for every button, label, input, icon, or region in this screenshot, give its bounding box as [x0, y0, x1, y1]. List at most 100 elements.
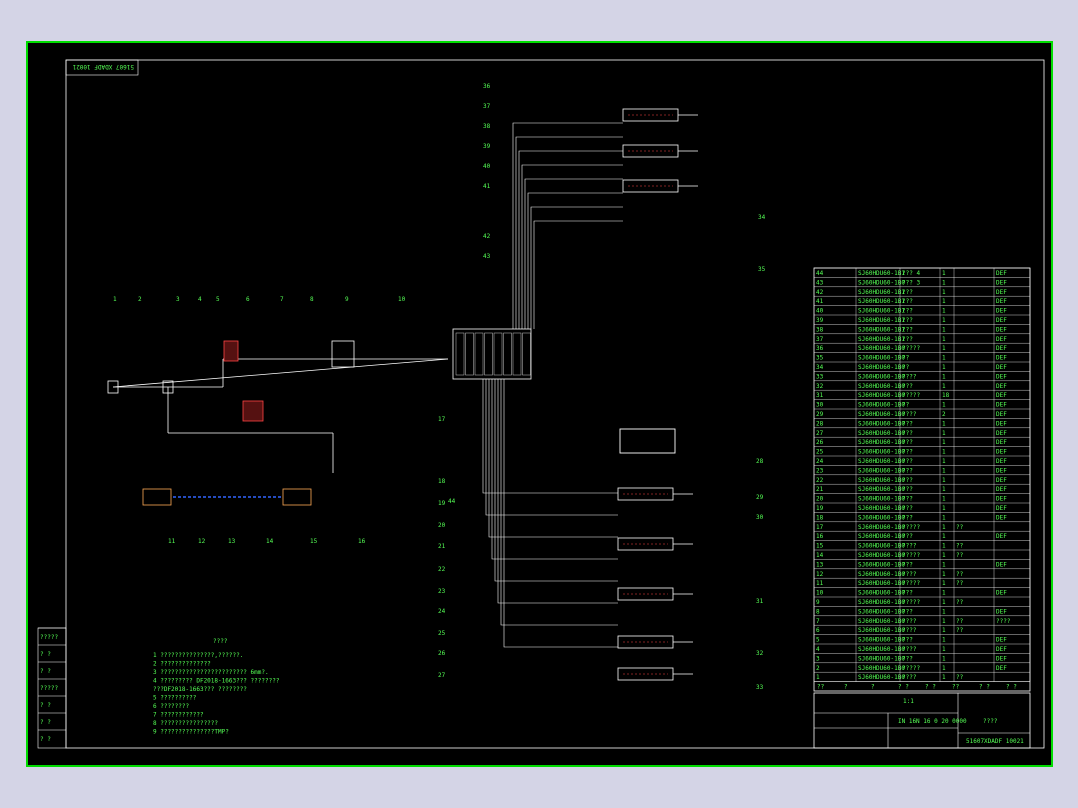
- callout-label: 18: [438, 478, 446, 485]
- pipe-up: [518, 150, 623, 329]
- corner-code-box: [65, 59, 139, 76]
- component-lubricator: [331, 340, 355, 368]
- bom-cell: SJ60HDU60-1B0: [858, 580, 905, 587]
- bom-cell: 32: [816, 383, 824, 390]
- bom-cell: 1: [942, 486, 946, 493]
- bom-cell: DEF: [996, 364, 1007, 371]
- left-strip-cell: ? ?: [40, 651, 51, 658]
- bom-cell: DEF: [996, 665, 1007, 672]
- left-strip-cell: ?????: [40, 634, 58, 641]
- bom-cell: DEF: [996, 430, 1007, 437]
- pipe-bundles: [482, 122, 623, 648]
- callout-label: 42: [483, 233, 491, 240]
- bom-cell: SJ60HDU60-1B1: [858, 326, 905, 333]
- bom-cell: 1: [942, 524, 946, 531]
- bom-cell: SJ60HDU60-1B1: [858, 308, 905, 315]
- bom-cell: 1: [942, 383, 946, 390]
- bom-cell: SJ60HDU60-1B0: [858, 505, 905, 512]
- bom-cell: 1: [942, 655, 946, 662]
- bom-cell: 1: [942, 665, 946, 672]
- bom-cell: ??: [956, 571, 964, 578]
- callout-label: 4: [198, 296, 202, 303]
- callout-label: 7: [280, 296, 284, 303]
- left-strip-cell: ? ?: [40, 702, 51, 709]
- bom-cell: 1: [942, 637, 946, 644]
- bom-cell: 5: [816, 637, 820, 644]
- bom-cell: 38: [816, 326, 824, 333]
- bom-cell: 21: [816, 486, 824, 493]
- bom-cell: 34: [816, 364, 824, 371]
- bom-cell: DEF: [996, 477, 1007, 484]
- bom-cell: ????: [902, 627, 917, 634]
- pipe-up: [530, 206, 623, 329]
- bom-cell: DEF: [996, 505, 1007, 512]
- bom-header-cell: ?: [844, 684, 848, 691]
- callout-label: 34: [758, 214, 766, 221]
- bom-cell: ??? 4: [902, 270, 920, 277]
- note-line: 3 ???????????????????????? 6mm?.: [153, 669, 269, 676]
- bom-cell: ????: [902, 543, 917, 550]
- bom-cell: 35: [816, 355, 824, 362]
- bom-cell: ???: [902, 477, 913, 484]
- components: [107, 328, 532, 422]
- bom-cell: 27: [816, 430, 824, 437]
- bom-cell: 1: [942, 336, 946, 343]
- component-filter: [107, 380, 119, 394]
- bom-cell: 1: [942, 514, 946, 521]
- bom-cell: 10: [816, 590, 824, 597]
- bom-cell: SJ60HDU60-1B0: [858, 646, 905, 653]
- bom-cell: SJ60HDU60-1B0: [858, 392, 905, 399]
- title-block-unit: IN 16N 16 0 20 0000: [898, 718, 967, 725]
- callout-label: 37: [483, 103, 491, 110]
- bom-cell: SJ60HDU60-1B0: [858, 665, 905, 672]
- callout-label: 25: [438, 630, 446, 637]
- title-block-scale: 1:1: [903, 698, 914, 705]
- bom-cell: ???: [902, 467, 913, 474]
- bom-cell: SJ60HDU60-1B0: [858, 524, 905, 531]
- bom-cell: SJ60HDU60-1B0: [858, 496, 905, 503]
- bom-cell: SJ60HDU60-1B0: [858, 383, 905, 390]
- bom-cell: ???: [902, 298, 913, 305]
- bom-cell: 24: [816, 458, 824, 465]
- bom-cell: ???: [902, 505, 913, 512]
- bom-cell: DEF: [996, 298, 1007, 305]
- bom-cell: 1: [942, 674, 946, 681]
- callout-label: 15: [310, 538, 318, 545]
- bom-cell: DEF: [996, 279, 1007, 286]
- cylinder-large: [619, 428, 676, 454]
- left-strip: ?????? ?? ??????? ?? ?? ?: [37, 627, 67, 749]
- bom-cell: 26: [816, 439, 824, 446]
- bom-cell: ???: [902, 514, 913, 521]
- pipe-up: [533, 220, 623, 329]
- valve-bank-cell: [512, 332, 522, 376]
- bom-cell: 1: [942, 317, 946, 324]
- title-block: ???? 51607XDADF 10021 IN 16N 16 0 20 000…: [813, 692, 1031, 749]
- cylinder: [617, 487, 693, 501]
- bom-cell: 1: [942, 458, 946, 465]
- bom-cell: DEF: [996, 317, 1007, 324]
- cylinder: [617, 635, 693, 649]
- component-regulator: [223, 340, 239, 362]
- valve-bank-cells: [455, 332, 531, 376]
- callout-label: 8: [310, 296, 314, 303]
- bom-cell: SJ60HDU60-1B0: [858, 420, 905, 427]
- bom-cell: 1: [942, 543, 946, 550]
- bom-cell: 1: [942, 430, 946, 437]
- bom-cell: 36: [816, 345, 824, 352]
- valve-bank-cell: [465, 332, 474, 376]
